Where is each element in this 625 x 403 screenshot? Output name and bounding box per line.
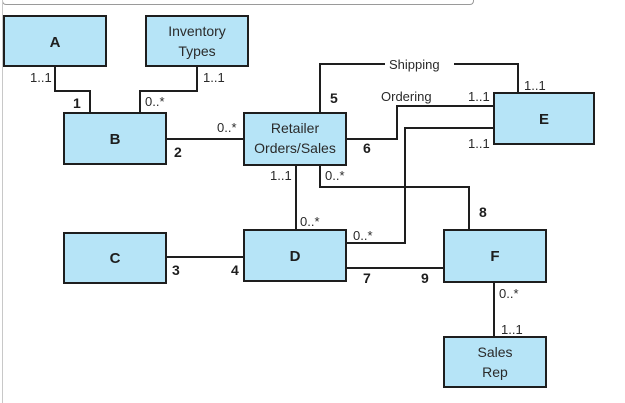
line-a-to-b	[54, 66, 91, 113]
entity-c: C	[63, 232, 167, 284]
cardinality-ordering-near-e: 1..1	[468, 89, 490, 104]
cardinality-a-b-near-a: 1..1	[30, 70, 52, 85]
entity-retailer-line-1: Retailer	[271, 120, 320, 136]
frame-left-edge	[2, 0, 3, 403]
entity-e: E	[493, 92, 595, 145]
line-number-9: 9	[421, 270, 429, 286]
line-number-3: 3	[172, 262, 180, 278]
cardinality-shipping-near-e: 1..1	[524, 78, 546, 93]
line-number-4: 4	[231, 262, 239, 278]
entity-f-label: F	[490, 248, 499, 265]
entity-inventory-types-line-1: Inventory	[168, 23, 226, 39]
entity-b-label: B	[110, 131, 121, 148]
cardinality-b-retailer-near-retailer: 0..*	[217, 120, 237, 135]
entity-a: A	[3, 15, 107, 67]
entity-inventory-types: Inventory Types	[145, 15, 249, 67]
line-number-8: 8	[479, 204, 487, 220]
cardinality-f-rep-near-rep: 1..1	[501, 322, 523, 337]
line-types-to-b	[139, 66, 198, 113]
entity-sales-rep-line-1: Sales	[477, 344, 512, 360]
line-shipping-to-e	[454, 63, 519, 93]
entity-inventory-types-line-2: Types	[178, 43, 215, 59]
entity-sales-rep: Sales Rep	[443, 336, 547, 388]
line-number-1: 1	[73, 95, 81, 111]
cardinality-types-b-near-b: 0..*	[145, 94, 165, 109]
line-number-2: 2	[174, 144, 182, 160]
entity-b: B	[63, 112, 167, 165]
entity-c-label: C	[110, 250, 121, 267]
line-ordering	[346, 105, 494, 140]
line-d-to-e	[346, 127, 494, 244]
relationship-ordering-label: Ordering	[381, 89, 432, 104]
entity-f: F	[443, 229, 547, 283]
line-number-6: 6	[363, 140, 371, 156]
line-number-7: 7	[363, 270, 371, 286]
entity-d-label: D	[290, 248, 301, 265]
entity-sales-rep-line-2: Rep	[482, 364, 508, 380]
cardinality-retailer-d-near-retailer: 1..1	[270, 168, 292, 183]
cardinality-types-b-near-types: 1..1	[203, 70, 225, 85]
entity-retailer-line-2: Orders/Sales	[254, 140, 336, 156]
cardinality-f-rep-near-f: 0..*	[499, 286, 519, 301]
cardinality-d-e-near-d: 0..*	[353, 228, 373, 243]
entity-e-label: E	[539, 111, 549, 128]
line-retailer-to-f	[319, 165, 470, 230]
relationship-shipping-label: Shipping	[389, 57, 440, 72]
cardinality-retailer-d-near-d: 0..*	[300, 214, 320, 229]
line-shipping	[319, 63, 385, 113]
cardinality-d-e-near-e: 1..1	[468, 136, 490, 151]
entity-a-label: A	[50, 34, 61, 51]
connector-lines	[54, 63, 519, 337]
line-number-5: 5	[330, 90, 338, 106]
cardinality-retailer-f-near-retailer: 0..*	[325, 168, 345, 183]
entity-retailer-orders-sales: Retailer Orders/Sales	[243, 112, 347, 166]
entity-d: D	[243, 229, 347, 282]
